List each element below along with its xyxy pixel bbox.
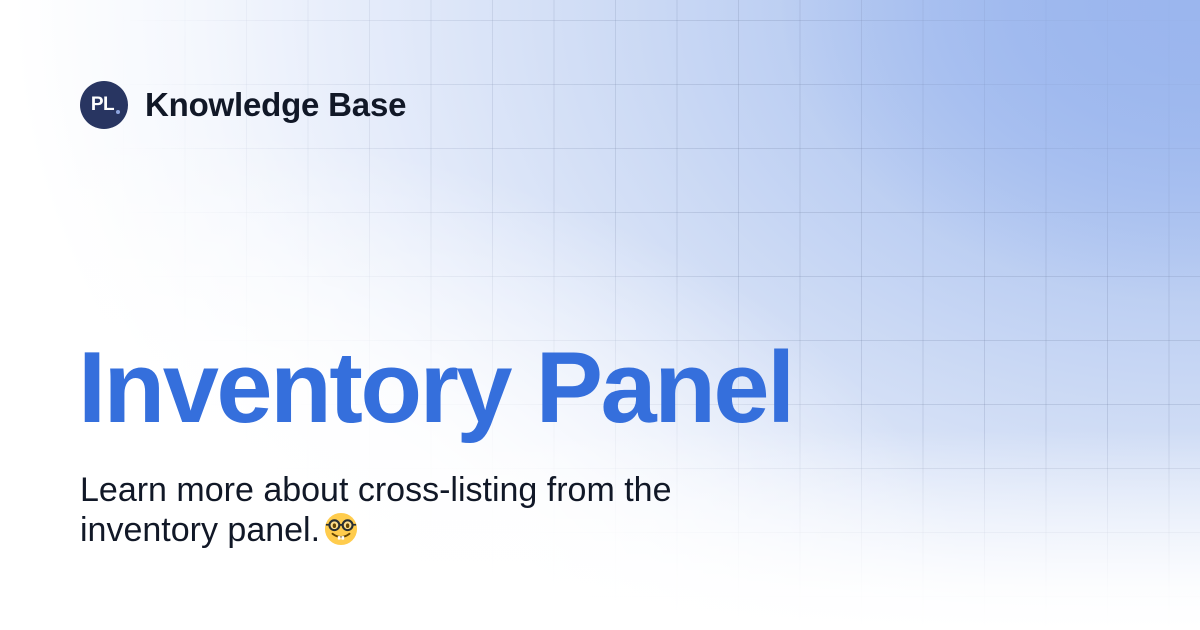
description-text: Learn more about cross-listing from the … [80,471,672,549]
brand-header: PL Knowledge Base [80,81,406,129]
logo: PL [80,81,128,129]
logo-text: PL [90,94,115,115]
brand-name: Knowledge Base [145,86,407,123]
page-title: Inventory Panel [78,332,795,444]
page-description: Learn more about cross-listing from the … [80,470,800,550]
nerd-face-icon [324,512,358,546]
logo-dot-icon [116,110,120,114]
